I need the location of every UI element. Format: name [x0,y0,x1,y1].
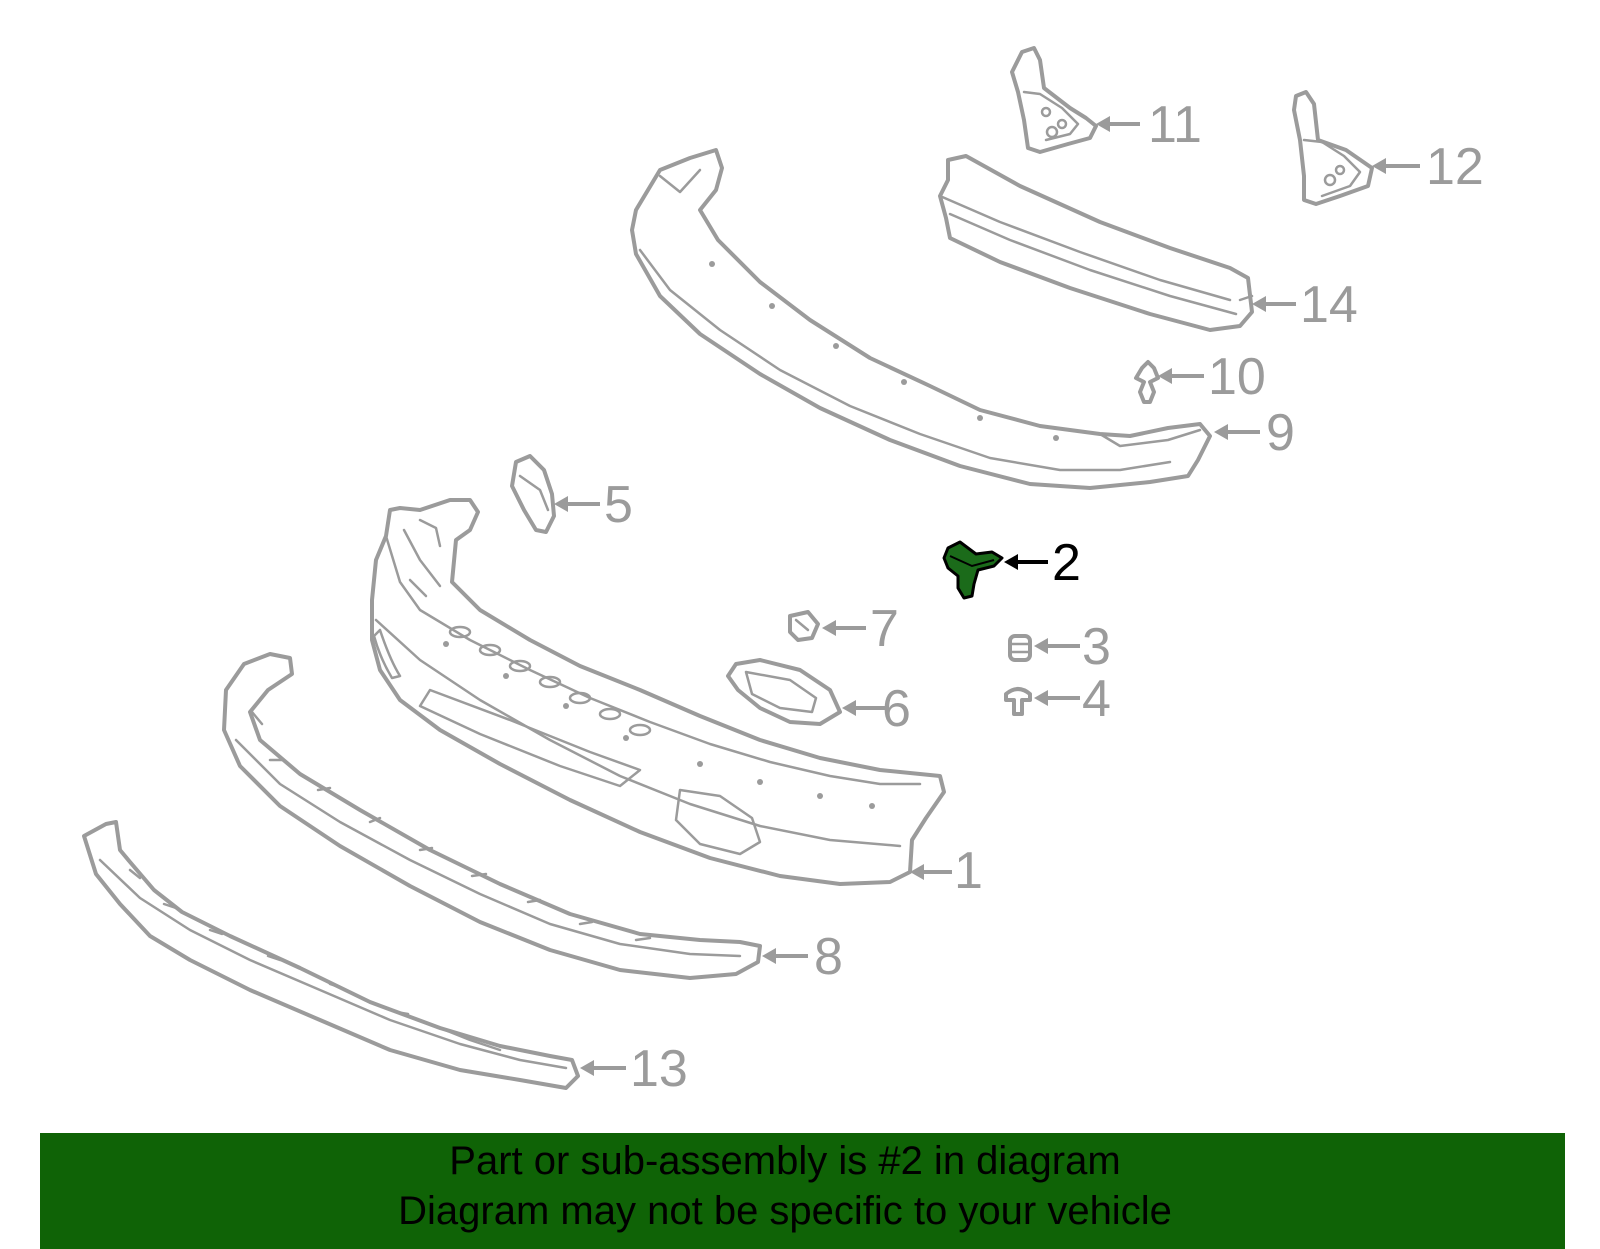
svg-text:6: 6 [882,680,911,738]
banner-line-part-number: Part or sub-assembly is #2 in diagram [449,1139,1121,1183]
svg-text:1: 1 [954,842,983,900]
callout-6: 6 [842,680,911,738]
callout-14: 14 [1252,276,1358,334]
part-3-nut[interactable] [1008,634,1032,662]
part-8-valance[interactable] [222,652,762,980]
svg-text:2: 2 [1052,534,1081,592]
part-10-clip[interactable] [1134,360,1160,404]
part-11-bracket[interactable] [1010,46,1098,154]
svg-text:12: 12 [1426,138,1484,196]
callout-3: 3 [1034,618,1111,676]
callout-4: 4 [1034,670,1111,728]
svg-text:14: 14 [1300,276,1358,334]
callout-10: 10 [1158,348,1266,406]
callout-2: 2 [1004,534,1081,592]
callout-11: 11 [1096,96,1202,154]
svg-text:8: 8 [814,928,843,986]
parts-diagram: 11 12 14 10 9 5 2 7 3 [82,46,1484,1098]
part-9-bumper-face-bar[interactable] [630,148,1212,490]
part-7-clip[interactable] [788,610,820,642]
part-4-bolt[interactable] [1004,687,1032,716]
part-2-bracket-highlighted[interactable] [942,540,1004,600]
svg-text:7: 7 [870,600,899,658]
callout-8: 8 [762,928,843,986]
svg-text:11: 11 [1148,96,1202,154]
part-13-air-deflector[interactable] [82,820,580,1090]
callout-7: 7 [822,600,899,658]
svg-text:3: 3 [1082,618,1111,676]
info-banner: Part or sub-assembly is #2 in diagram Di… [40,1133,1565,1249]
callout-1: 1 [910,842,983,900]
svg-text:10: 10 [1208,348,1266,406]
svg-text:13: 13 [630,1040,688,1098]
callout-5: 5 [554,476,633,534]
svg-text:5: 5 [604,476,633,534]
part-1-bumper-cover[interactable] [370,498,946,886]
banner-line-disclaimer: Diagram may not be specific to your vehi… [398,1189,1172,1233]
callout-12: 12 [1372,138,1484,196]
part-12-bracket[interactable] [1292,90,1374,206]
part-6-bezel[interactable] [726,658,842,726]
part-5-bracket[interactable] [510,454,556,534]
part-14-reinforcement[interactable] [938,154,1254,332]
callout-13: 13 [580,1040,688,1098]
svg-text:9: 9 [1266,404,1295,462]
svg-text:4: 4 [1082,670,1111,728]
callout-9: 9 [1214,404,1295,462]
